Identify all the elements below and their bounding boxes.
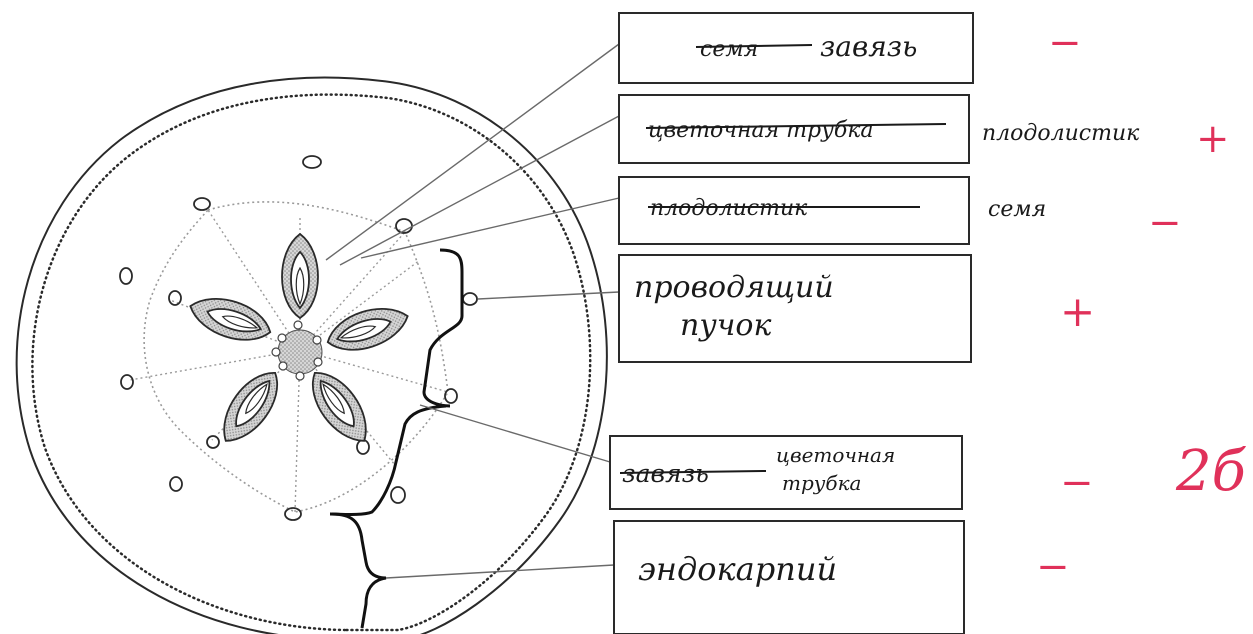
label-4-handwritten-line-1: проводящий (634, 270, 834, 305)
leader-line-3 (361, 198, 619, 258)
label-1-printed-answer: семя (700, 37, 758, 62)
leader-line-2 (340, 116, 619, 265)
leader-line-4 (478, 292, 619, 299)
total-score: 2б (1175, 439, 1247, 504)
label-2-printed-answer: цветочная трубка (648, 118, 874, 143)
leader-line-1 (326, 44, 619, 260)
grade-mark-2: + (1196, 116, 1230, 162)
grade-mark-1: − (1048, 20, 1082, 66)
outside-answers: плодолистик семя (982, 121, 1140, 222)
seed-chamber-top (282, 234, 318, 318)
fruit-drawing (17, 78, 607, 634)
label-5-handwritten-line-1: цветочная (776, 443, 895, 467)
seed-chamber-right (322, 299, 413, 359)
label-2-outside-text: плодолистик (982, 121, 1140, 146)
label-boxes (610, 13, 973, 634)
brace-lower (332, 514, 386, 628)
label-1-handwritten-answer: завязь (820, 30, 917, 63)
brace-upper (424, 250, 462, 406)
label-box-1 (619, 13, 973, 83)
grade-mark-3: − (1148, 200, 1182, 246)
label-5-handwritten-line-2: трубка (782, 471, 861, 495)
grade-mark-5: − (1060, 460, 1094, 506)
leader-line-6 (386, 565, 614, 578)
label-3-printed-answer: плодолистик (650, 196, 808, 221)
seed-chamber-left (185, 289, 276, 349)
seed-chamber-lower-left (211, 362, 289, 451)
label-3-outside-text: семя (988, 197, 1046, 222)
grade-mark-4: + (1060, 287, 1095, 336)
label-6-handwritten-answer: эндокарпий (638, 550, 837, 588)
grader-marks: − + − + − − 2б (1036, 20, 1247, 590)
seed-chamber-lower-right (300, 362, 378, 451)
grade-mark-6: − (1036, 544, 1070, 590)
label-4-handwritten-line-2: пучок (680, 308, 771, 343)
